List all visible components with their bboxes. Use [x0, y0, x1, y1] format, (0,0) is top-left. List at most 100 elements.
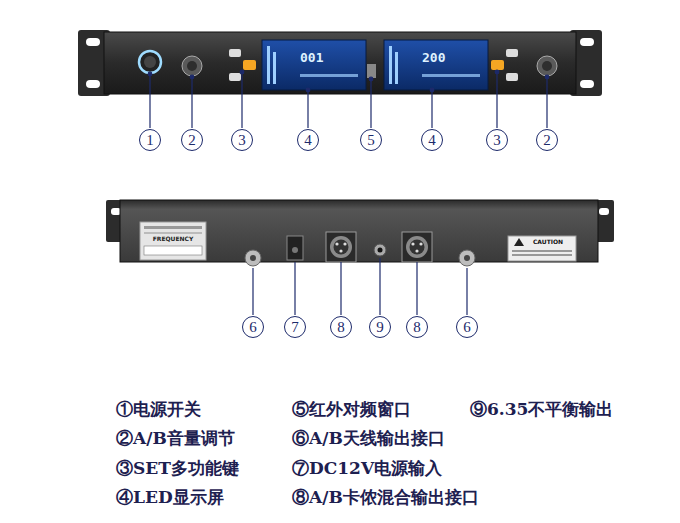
jack-socket [374, 244, 386, 256]
leader-line [294, 262, 295, 315]
leader-line [149, 74, 150, 128]
xlr-pin [339, 249, 342, 252]
button [229, 49, 241, 57]
sticker-text: FREQUENCY [153, 235, 194, 242]
legend-item: ⑨6.35不平衡输出 [470, 398, 613, 421]
volume-knob [537, 56, 557, 76]
ear-slot [580, 38, 594, 46]
leader-line [496, 72, 497, 128]
callout-circle: 3 [486, 129, 508, 151]
callout-number: 2 [188, 133, 196, 148]
leader-line [431, 90, 432, 128]
sticker-field [144, 246, 202, 255]
xlr-pin [411, 242, 414, 245]
knob-cap [542, 61, 552, 71]
ir-window [367, 64, 376, 78]
button [506, 49, 518, 57]
callout-circle: 8 [406, 316, 428, 338]
leader-line [252, 268, 253, 315]
legend-item: ③SET多功能键 [116, 457, 239, 480]
leader-dot [430, 88, 434, 92]
lcd-channel: 001 [300, 50, 323, 65]
callout-circle: 2 [181, 129, 203, 151]
lcd-screen [262, 40, 366, 90]
callout-number: 9 [376, 320, 384, 335]
leader-dot [190, 75, 194, 79]
callout-number: 3 [493, 133, 501, 148]
callout-circle: 4 [297, 129, 319, 151]
leader-line [466, 268, 467, 315]
ear-slot [599, 208, 609, 215]
front-body [104, 32, 576, 94]
legend-item: ⑤红外对频窗口 [292, 398, 411, 421]
ear-slot [580, 80, 594, 88]
callout-circle: 2 [536, 129, 558, 151]
button [506, 73, 518, 81]
xlr-connector [330, 236, 352, 258]
dc-pin [292, 247, 298, 253]
leader-line [416, 262, 417, 315]
xlr-connector [406, 236, 428, 258]
leader-dot [306, 88, 310, 92]
callout-number: 4 [304, 133, 312, 148]
xlr-plate [326, 232, 356, 262]
leader-dot [240, 70, 244, 74]
xlr-socket [334, 240, 349, 255]
label-sticker [140, 222, 206, 260]
meter-bar [395, 52, 398, 84]
antenna-connector [245, 250, 261, 266]
warning-triangle [514, 238, 524, 246]
legend-item: ④LED显示屏 [116, 486, 224, 509]
leader-dot [148, 72, 152, 76]
xlr-pin [419, 242, 422, 245]
front-panel [78, 30, 602, 96]
sticker-line [144, 232, 202, 234]
leader-line [307, 90, 308, 128]
legend-item: ⑦DC12V电源输入 [292, 457, 442, 480]
callout-circle: 1 [139, 129, 161, 151]
legend-item: ②A/B音量调节 [116, 427, 235, 450]
xlr-socket [410, 240, 425, 255]
back-body [120, 200, 598, 262]
lcd-line [300, 74, 358, 77]
back-panel [106, 200, 614, 266]
jack-hole [378, 248, 383, 253]
lcd-channel: 200 [422, 50, 445, 65]
caution-label [508, 236, 576, 261]
xlr-pin [335, 242, 338, 245]
meter-bar [273, 52, 276, 84]
ear-slot [86, 80, 100, 88]
leader-line [241, 72, 242, 128]
leader-line [340, 262, 341, 315]
callout-circle: 7 [284, 316, 306, 338]
xlr-pin [415, 249, 418, 252]
callout-circle: 3 [231, 129, 253, 151]
callout-number: 8 [413, 320, 421, 335]
antenna-pin [250, 255, 256, 261]
caution-text: CAUTION [533, 238, 563, 245]
set-button [491, 60, 504, 70]
antenna-connector [459, 250, 475, 266]
legend-item: ①电源开关 [116, 398, 201, 421]
callout-circle: 8 [330, 316, 352, 338]
xlr-plate [402, 232, 432, 262]
callout-number: 6 [249, 320, 257, 335]
callout-circle: 6 [456, 316, 478, 338]
callout-circle: 6 [242, 316, 264, 338]
leader-line [379, 258, 380, 315]
callout-circle: 4 [421, 129, 443, 151]
callout-number: 8 [337, 320, 345, 335]
callout-number: 2 [543, 133, 551, 148]
ear-slot [86, 38, 100, 46]
lcd-screen [384, 40, 488, 90]
leader-dot [369, 77, 373, 81]
leader-dot [495, 70, 499, 74]
meter-bar [389, 46, 392, 84]
leader-dot [545, 75, 549, 79]
knob-cap [187, 61, 197, 71]
legend-item: ⑥A/B天线输出接口 [292, 427, 445, 450]
power-button-cap [144, 56, 156, 68]
callout-number: 1 [146, 133, 154, 148]
callout-number: 7 [291, 320, 299, 335]
sticker-line [144, 226, 202, 229]
